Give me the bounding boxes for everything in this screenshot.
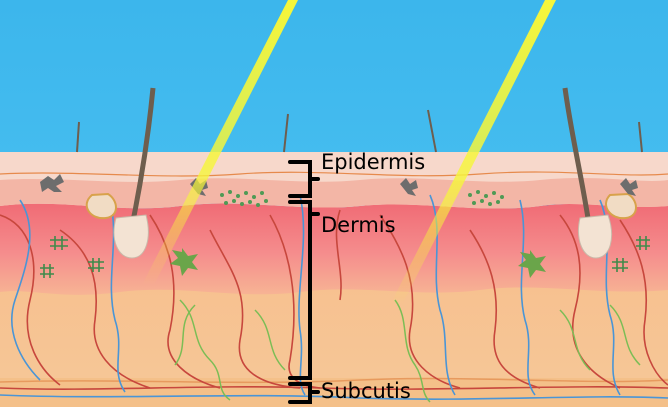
veins (0, 194, 668, 400)
dermis-label: Dermis (321, 213, 396, 237)
melanocyte-icon (40, 174, 638, 196)
nerves (174, 299, 641, 403)
sweat-gland-icon (40, 236, 650, 278)
sunbeam-right (390, 0, 556, 305)
fibroblast-icon (170, 248, 546, 278)
dermis-bracket (288, 200, 312, 380)
subcutis-boundary-line (0, 377, 668, 384)
epidermis-basal-band (0, 178, 668, 209)
hair-follicle-icon (562, 87, 637, 259)
sky-background (0, 0, 668, 160)
layer-brackets (288, 160, 320, 404)
epidermis-label: Epidermis (321, 150, 425, 174)
keratinocyte-cluster-icon (220, 190, 504, 207)
sunbeams (142, 0, 556, 305)
sunbeam-left (142, 0, 298, 285)
hair-strand-icon (76, 109, 643, 153)
hair-follicle-icon (85, 87, 156, 259)
subcutis-label: Subcutis (321, 379, 411, 403)
dermis-layer (0, 203, 668, 295)
epidermis-orange-line (0, 171, 668, 177)
arteries (0, 209, 668, 390)
subcutis-bottom-band (0, 378, 668, 407)
